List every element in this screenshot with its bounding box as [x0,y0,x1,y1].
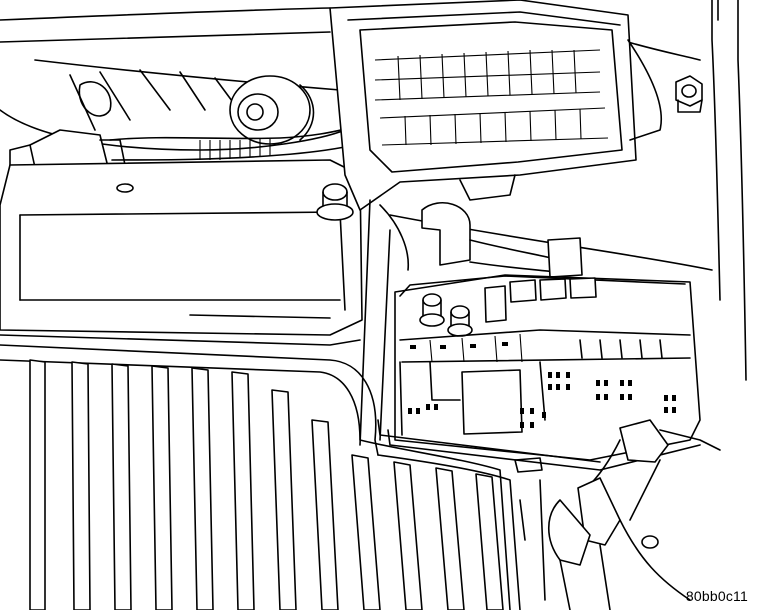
mounting-nut [230,76,314,144]
relay-row-top [485,278,596,322]
battery-tray [0,160,362,345]
hose-elbow [422,203,582,277]
relay-cells [400,330,690,435]
battery-terminal-studs [420,294,472,336]
ribbed-cover [0,345,520,610]
fuse-box-cover [330,0,636,210]
ribs [30,360,503,610]
post [317,184,353,220]
power-distribution-center [378,275,700,470]
cover-cell-grid [375,50,608,145]
lower-harness [515,420,720,610]
figure-reference-code: 80bb0c11 [685,588,748,604]
fuse-slots [408,342,676,428]
bolt [676,76,702,112]
